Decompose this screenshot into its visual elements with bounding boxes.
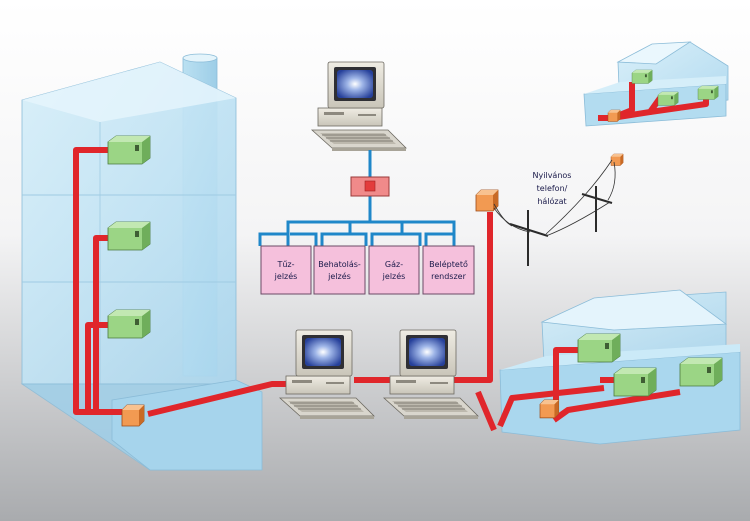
sensor-box-icon [577, 333, 621, 363]
sensor-box-icon [697, 85, 719, 100]
subsystem-label-line-1: Behatolás- [318, 260, 361, 269]
network-label-line-1: Nyilvános [533, 171, 572, 180]
subsystem-box-gas: Gáz- jelzés [368, 245, 420, 295]
network-label-line-2: telefon/ [537, 184, 568, 193]
junction-box-icon [121, 404, 145, 427]
subsystem-label-line-2: jelzés [274, 271, 298, 281]
sensor-box-icon [657, 91, 679, 106]
subsystem-box-fire: Tűz- jelzés [260, 245, 312, 295]
junction-box-icon [607, 109, 621, 122]
subsystem-box-access: Beléptető rendszer [422, 245, 475, 295]
phone-wires [493, 159, 616, 237]
junction-box-icon [610, 153, 624, 166]
subsystem-label-line-2: jelzés [327, 271, 351, 281]
sensor-box-icon [107, 135, 151, 165]
sensor-box-icon [107, 221, 151, 251]
subsystem-label-line-1: Beléptető [429, 259, 468, 269]
junction-box-icon [475, 189, 499, 212]
sensor-box-icon [107, 309, 151, 339]
subsystem-label-line-2: jelzés [382, 271, 406, 281]
junction-box-icon [539, 399, 560, 419]
telephone-pole-icon [509, 210, 549, 266]
interface-unit-icon [350, 176, 390, 197]
subsystem-box-intrusion: Behatolás- jelzés [313, 245, 366, 295]
telephone-pole-icon [581, 186, 613, 232]
sensor-box-icon [613, 367, 657, 397]
alarm-cables [73, 82, 709, 432]
subsystem-label-line-1: Tűz- [276, 260, 294, 269]
subsystem-label-line-1: Gáz- [385, 260, 403, 269]
subsystem-bus [258, 150, 456, 246]
sensor-box-icon [631, 69, 653, 84]
sensor-box-icon [679, 357, 723, 387]
network-label-line-3: hálózat [537, 196, 566, 206]
subsystem-label-line-2: rendszer [431, 272, 466, 281]
